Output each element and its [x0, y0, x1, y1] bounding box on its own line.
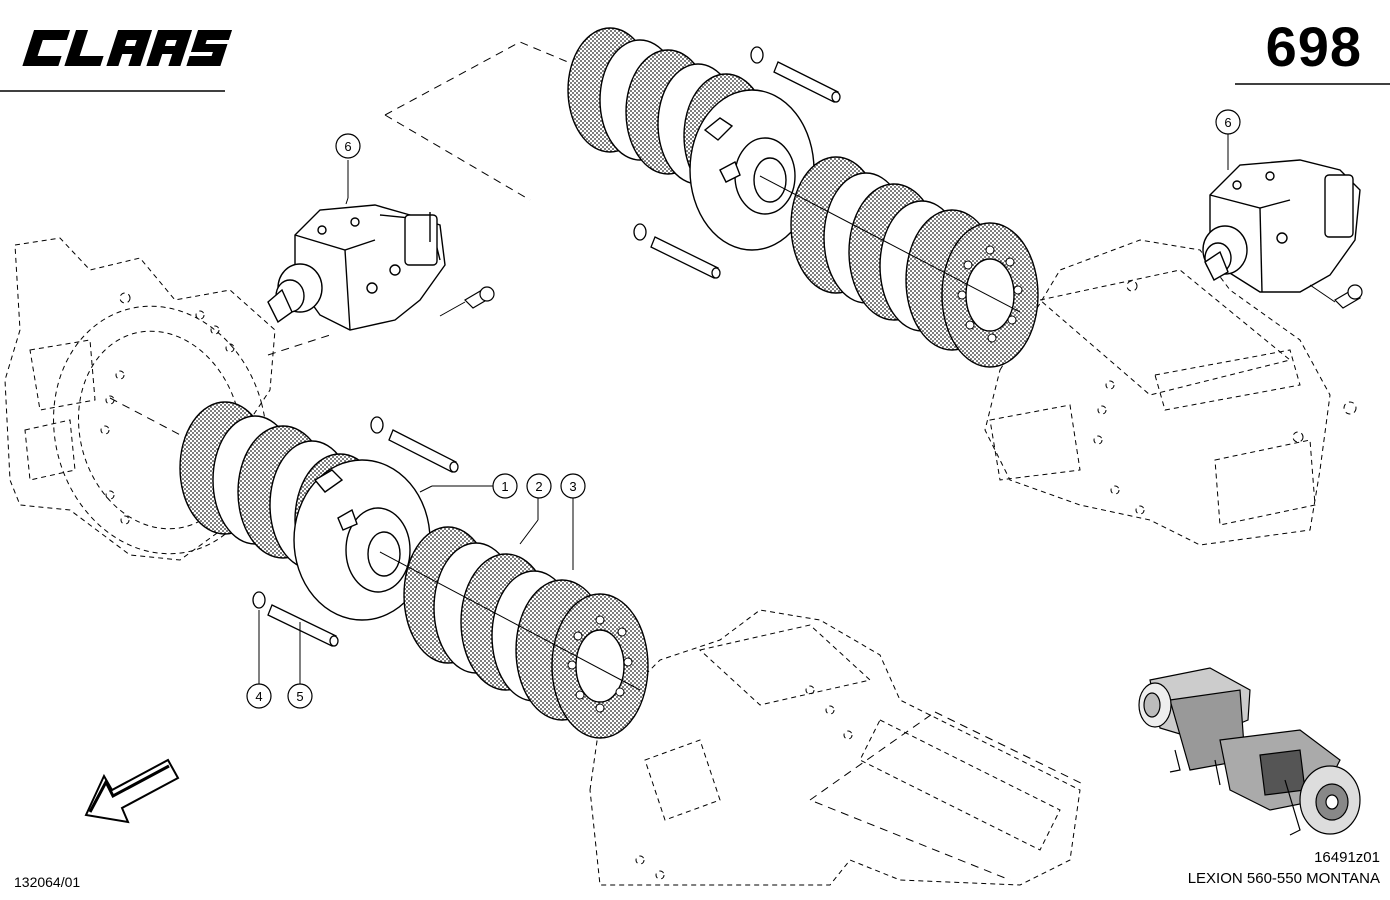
lower-pins	[252, 416, 459, 647]
callouts: 6 6 1 2 3 4 5	[246, 109, 1241, 709]
o-ring-4	[252, 591, 266, 609]
callout-6-left-label: 6	[344, 139, 351, 154]
hydraulic-motor-right	[1202, 159, 1361, 293]
claas-logo	[14, 24, 234, 72]
callout-3-label: 3	[569, 479, 576, 494]
machine-thumbnail-icon	[1138, 667, 1361, 836]
figure-id: 16491z01	[1314, 848, 1380, 866]
upper-pins	[633, 46, 841, 279]
guide-lines	[109, 41, 1086, 881]
center-axle-housing	[589, 609, 1081, 886]
bolt-right	[1309, 284, 1363, 309]
upper-disc-pack	[567, 27, 1039, 368]
callout-1-label: 1	[501, 479, 508, 494]
callout-5: 5	[287, 683, 313, 709]
callout-2: 2	[526, 473, 552, 499]
page-number: 698	[1265, 15, 1362, 78]
claas-logo-graphic	[22, 30, 233, 66]
callout-4-label: 4	[255, 689, 262, 704]
arrow-down-left-icon	[84, 758, 180, 824]
leader-lines	[258, 132, 1229, 684]
footer-right-block: 16491z01 LEXION 560-550 MONTANA	[1188, 847, 1380, 891]
callout-6-left: 6	[335, 133, 361, 159]
lower-disc-pack	[179, 401, 649, 739]
hydraulic-motor-left	[267, 204, 446, 331]
callout-6-right-label: 6	[1224, 115, 1231, 130]
callout-3: 3	[560, 473, 586, 499]
callout-5-label: 5	[296, 689, 303, 704]
callout-6-right: 6	[1215, 109, 1241, 135]
model-name: LEXION 560-550 MONTANA	[1187, 870, 1380, 888]
callout-2-label: 2	[535, 479, 542, 494]
bolt-left	[439, 286, 495, 317]
callout-1: 1	[492, 473, 518, 499]
pin-5	[267, 604, 337, 647]
drawing-reference: 132064/01	[14, 874, 81, 890]
callout-4: 4	[246, 683, 272, 709]
right-axle-housing	[984, 239, 1357, 546]
